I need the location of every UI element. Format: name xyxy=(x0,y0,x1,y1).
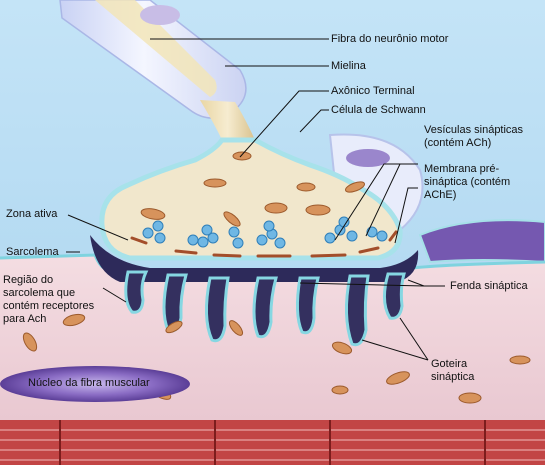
label-synaptic-vesicles: Vesículas sinápticas (contém ACh) xyxy=(424,124,524,149)
label-motor-fiber: Fibra do neurônio motor xyxy=(331,33,449,45)
label-synaptic-cleft: Fenda sináptica xyxy=(450,280,528,292)
muscle-mitochondria xyxy=(22,313,531,404)
label-schwann-cell: Célula de Schwann xyxy=(331,104,426,116)
axon-terminal xyxy=(99,137,403,261)
label-active-zone: Zona ativa xyxy=(6,208,58,220)
myelin-nucleus xyxy=(140,5,180,25)
z-lines xyxy=(59,420,486,465)
label-sarcolemma: Sarcolema xyxy=(6,246,59,258)
active-zones xyxy=(130,230,398,258)
label-axon-terminal: Axônico Terminal xyxy=(331,85,415,97)
neighbour-nucleus xyxy=(418,219,545,264)
label-synaptic-gutter: Goteira sináptica xyxy=(431,358,475,383)
myofibril-band xyxy=(0,420,545,465)
muscle-nucleus xyxy=(0,366,190,402)
leader-lines xyxy=(66,38,445,361)
terminal-mitochondria xyxy=(140,151,365,227)
synaptic-cleft-band xyxy=(90,235,419,282)
label-muscle-nucleus: Núcleo da fibra muscular xyxy=(28,377,150,389)
schwann-nucleus xyxy=(346,149,390,167)
axon-neck xyxy=(200,100,255,140)
label-presynaptic-membrane: Membrana pré-sináptica (contém AChE) xyxy=(424,163,511,201)
axon-core xyxy=(95,0,217,97)
label-myelin: Mielina xyxy=(331,60,366,72)
label-receptor-region: Região do sarcolema que contém receptore… xyxy=(3,274,95,325)
synaptic-vesicles xyxy=(142,216,388,249)
myofibril-striations xyxy=(0,429,545,461)
